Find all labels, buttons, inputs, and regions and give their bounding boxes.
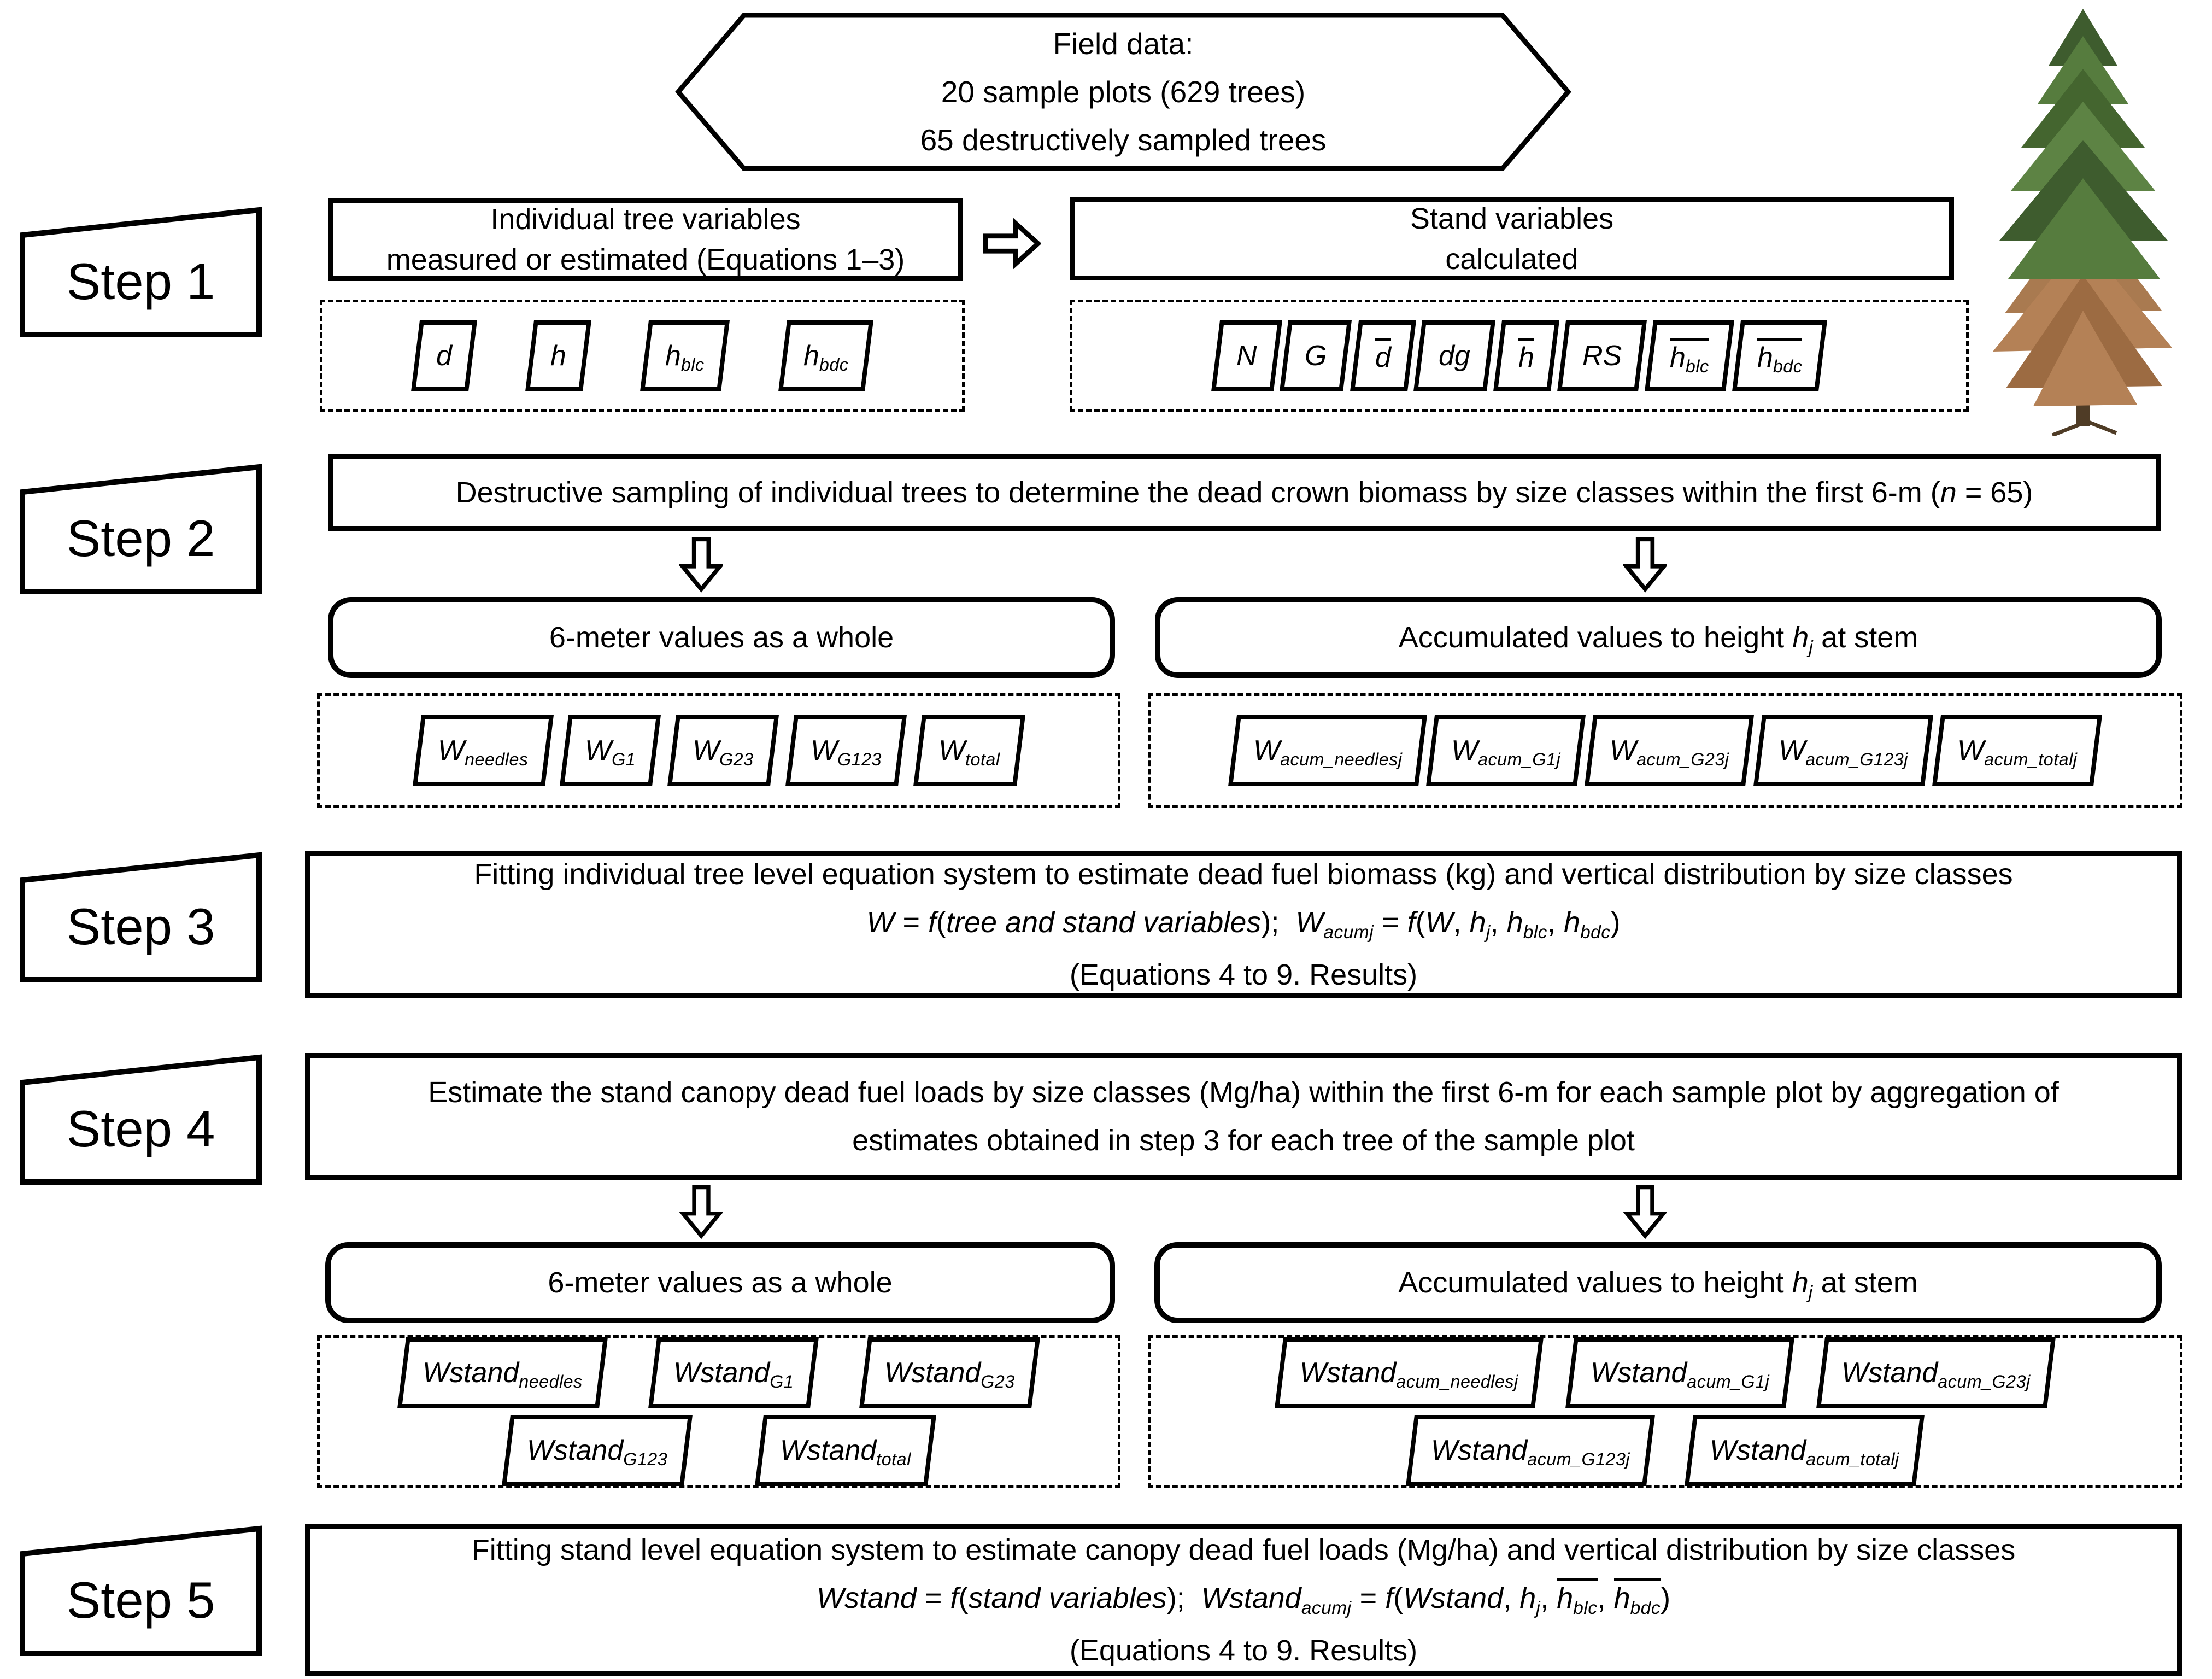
- variable-box: Wacum_G1j: [1426, 715, 1586, 786]
- variable-box: WstandG23: [859, 1337, 1040, 1408]
- variable-box: RS: [1557, 320, 1647, 391]
- banner-text: Destructive sampling of individual trees…: [455, 476, 2033, 509]
- stand-variables-box: Stand variables calculated: [1070, 197, 1954, 280]
- step-3-label: Step 3: [19, 852, 262, 983]
- variable-box: hblc: [1645, 320, 1735, 391]
- variable-box: WstandG1: [648, 1337, 819, 1408]
- variable-row: Wstandneedles WstandG1 WstandG23: [397, 1337, 1040, 1408]
- step-4-description-box: Estimate the stand canopy dead fuel load…: [305, 1053, 2182, 1180]
- tree-illustration: [1957, 4, 2208, 437]
- field-data-line: 20 sample plots (629 trees): [941, 75, 1306, 109]
- destructive-sampling-banner: Destructive sampling of individual trees…: [328, 454, 2161, 531]
- step-1-text: Step 1: [66, 253, 215, 310]
- accumulated-values-box: Accumulated values to height hj at stem: [1155, 597, 2162, 678]
- variable-box: WG1: [560, 715, 661, 786]
- box-title-line: Stand variables: [1410, 202, 1614, 235]
- description-line: (Equations 4 to 9. Results): [1069, 958, 1418, 991]
- variable-box: Wstandacum_G23j: [1816, 1337, 2056, 1408]
- down-arrow-icon: [678, 536, 725, 593]
- variable-box: Wtotal: [913, 715, 1025, 786]
- variable-box: Wstandacum_needlesj: [1275, 1337, 1544, 1408]
- variable-box: Wstandacum_G1j: [1565, 1337, 1795, 1408]
- variable-box: Wstandacum_totalj: [1685, 1415, 1925, 1486]
- accumulated-values-box: Accumulated values to height hj at stem: [1154, 1242, 2162, 1323]
- variable-box: Wstandtotal: [754, 1415, 936, 1486]
- variable-box: Wacum_needlesj: [1228, 715, 1428, 786]
- stand-six-meter-variables-group: Wstandneedles WstandG1 WstandG23 WstandG12…: [317, 1335, 1120, 1488]
- step-4-text: Step 4: [66, 1100, 215, 1157]
- variable-box: WstandG123: [501, 1415, 693, 1486]
- description-line: Fitting stand level equation system to e…: [471, 1534, 2016, 1566]
- rounded-box-title: Accumulated values to height hj at stem: [1398, 1266, 1918, 1303]
- variable-box: d: [1350, 320, 1416, 391]
- step-5-description-box: Fitting stand level equation system to e…: [305, 1524, 2182, 1676]
- variable-box: WG123: [785, 715, 907, 786]
- down-arrow-icon: [1622, 1184, 1668, 1239]
- description-line: Estimate the stand canopy dead fuel load…: [428, 1076, 2059, 1109]
- variable-box: N: [1211, 320, 1282, 391]
- field-data-line: 65 destructively sampled trees: [920, 123, 1327, 157]
- six-meter-values-box: 6-meter values as a whole: [325, 1242, 1115, 1323]
- box-title-line: Individual tree variables: [490, 203, 801, 236]
- six-meter-values-box: 6-meter values as a whole: [328, 597, 1115, 678]
- step-3-description-box: Fitting individual tree level equation s…: [305, 851, 2182, 998]
- variable-box: Wacum_G123j: [1753, 715, 1933, 786]
- variable-box: d: [410, 320, 477, 391]
- description-line: estimates obtained in step 3 for each tr…: [852, 1124, 1635, 1157]
- rounded-box-title: Accumulated values to height hj at stem: [1398, 621, 1918, 658]
- variable-box: G: [1280, 320, 1352, 391]
- description-line: Fitting individual tree level equation s…: [474, 858, 2013, 891]
- variable-box: Wneedles: [412, 715, 554, 786]
- hexagon-shape: [675, 13, 1571, 171]
- box-title-line: calculated: [1445, 242, 1579, 276]
- right-arrow-icon: [982, 217, 1042, 271]
- variable-row: Wstandacum_G123j Wstandacum_totalj: [1406, 1415, 1925, 1486]
- step-3-text: Step 3: [66, 898, 215, 955]
- rounded-box-title: 6-meter values as a whole: [549, 621, 894, 654]
- variable-box: Wacum_totalj: [1932, 715, 2103, 786]
- variable-box: hbdc: [1732, 320, 1828, 391]
- rounded-box-title: 6-meter values as a whole: [548, 1266, 893, 1299]
- step-2-label: Step 2: [19, 464, 262, 595]
- variable-box: h: [1493, 320, 1560, 391]
- step-1-label: Step 1: [19, 207, 262, 338]
- field-data-line: Field data:: [1053, 27, 1194, 61]
- variable-row: Wstandacum_needlesj Wstandacum_G1j Wstanda…: [1275, 1337, 2056, 1408]
- variable-row: WstandG123 Wstandtotal: [501, 1415, 936, 1486]
- variable-box: Wstandneedles: [397, 1337, 608, 1408]
- equation-line: W = f(tree and stand variables); Wacumj …: [866, 906, 1621, 943]
- variable-box: Wacum_G23j: [1585, 715, 1755, 786]
- description-line: (Equations 4 to 9. Results): [1069, 1634, 1418, 1667]
- box-title-line: measured or estimated (Equations 1–3): [386, 243, 905, 276]
- variable-box: dg: [1413, 320, 1496, 391]
- step-2-text: Step 2: [66, 510, 215, 567]
- variable-box: h: [525, 320, 592, 391]
- variable-box: hblc: [640, 320, 730, 391]
- variable-box: Wstandacum_G123j: [1406, 1415, 1656, 1486]
- variable-box: hbdc: [778, 320, 874, 391]
- field-data-hexagon: Field data: 20 sample plots (629 trees) …: [675, 12, 1571, 172]
- down-arrow-icon: [678, 1184, 724, 1239]
- individual-tree-variables-box: Individual tree variables measured or es…: [328, 198, 963, 281]
- variable-box: WG23: [667, 715, 779, 786]
- step-5-label: Step 5: [19, 1525, 262, 1657]
- dead-crown-tree-icon: [1993, 9, 2172, 437]
- equation-line: Wstand = f(stand variables); Wstandacumj…: [817, 1574, 1670, 1627]
- step-5-text: Step 5: [66, 1571, 215, 1629]
- down-arrow-icon: [1622, 536, 1669, 593]
- step-4-label: Step 4: [19, 1054, 262, 1185]
